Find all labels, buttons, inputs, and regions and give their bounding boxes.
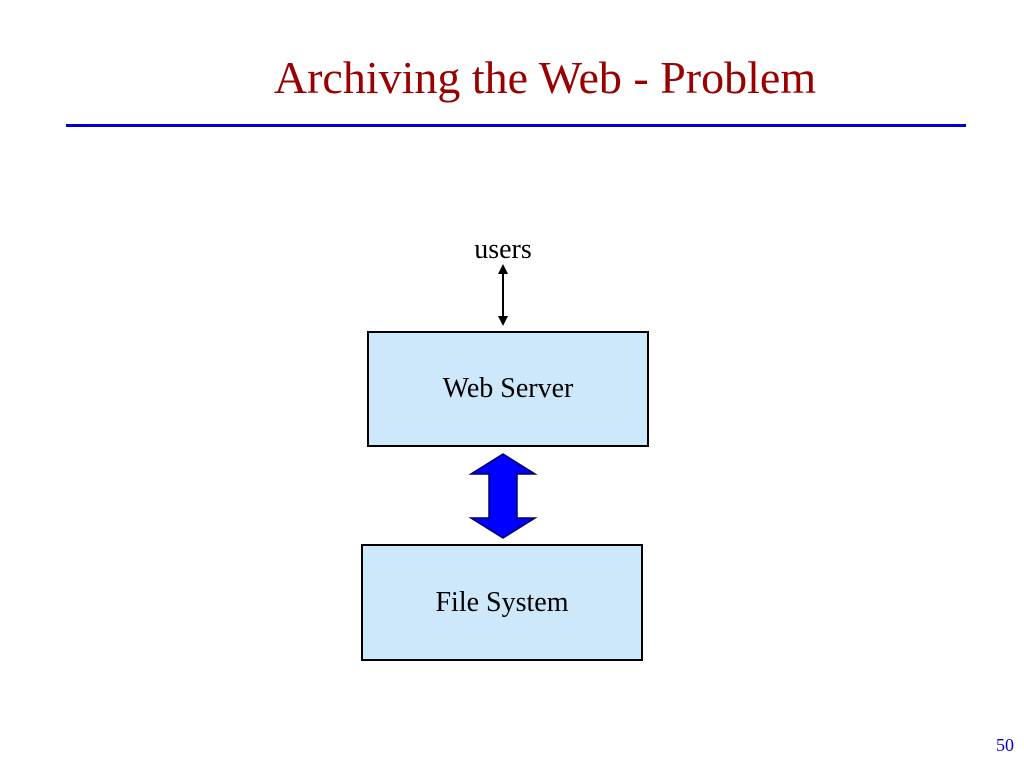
title-underline — [66, 124, 966, 127]
web-server-box: Web Server — [367, 331, 649, 447]
file-system-box: File System — [361, 544, 643, 661]
users-label: users — [474, 234, 532, 265]
file-system-label: File System — [435, 586, 569, 618]
slide-title: Archiving the Web - Problem — [273, 52, 817, 103]
webserver-filesystem-arrow — [468, 453, 538, 539]
web-server-label: Web Server — [442, 373, 574, 404]
page-number: 50 — [996, 735, 1014, 755]
